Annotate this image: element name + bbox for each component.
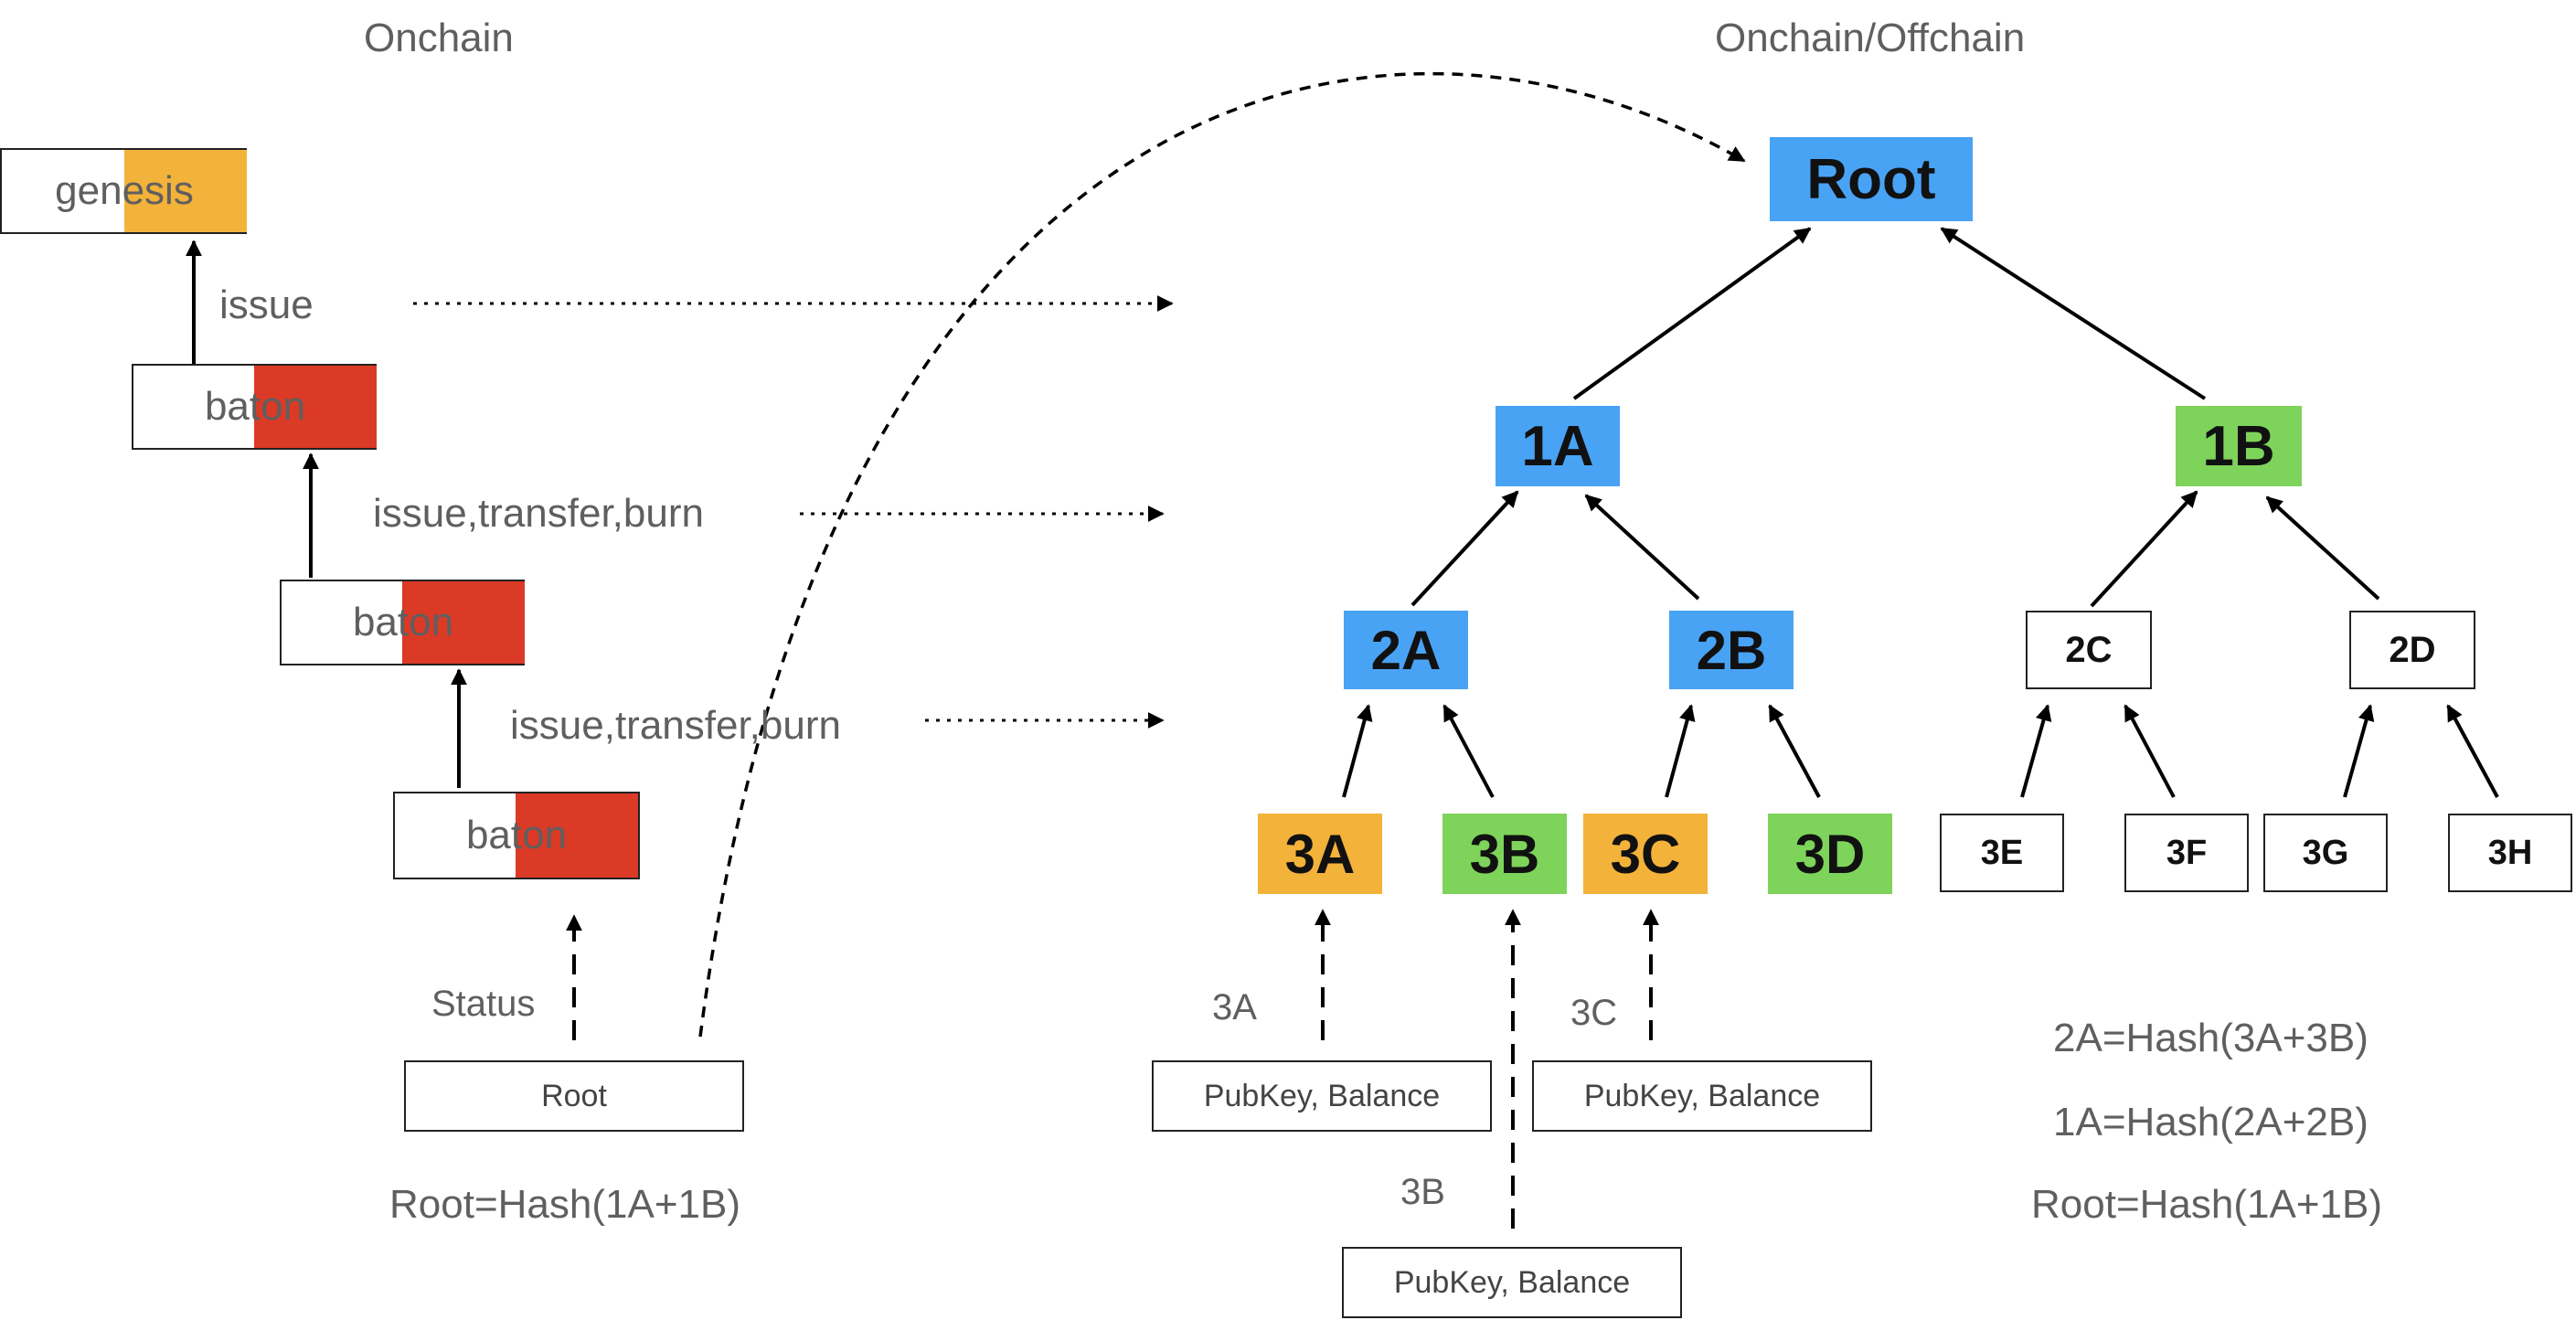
- arrow-3H-to-2D: [2446, 704, 2499, 798]
- baton-1-fill: [254, 366, 377, 448]
- arrow-root-to-tree-root: [698, 71, 1746, 1038]
- formula-2A: 2A=Hash(3A+3B): [2053, 1016, 2368, 1060]
- header-onchain: Onchain: [364, 16, 514, 60]
- leaf-label-3C: 3C: [1570, 993, 1618, 1033]
- baton-2-label: baton: [352, 600, 454, 644]
- leaf-label-3A: 3A: [1212, 987, 1257, 1027]
- baton-block-2: baton: [280, 580, 525, 665]
- arrow-3C-to-2B: [1665, 704, 1696, 798]
- tree-node-3H: 3H: [2448, 814, 2572, 892]
- leaf-label-3B: 3B: [1400, 1172, 1445, 1212]
- arrow-2A-to-1A: [1410, 490, 1519, 607]
- baton-2-fill: [402, 581, 525, 664]
- arrow-2C-to-1B: [2090, 490, 2198, 608]
- header-onchain-offchain: Onchain/Offchain: [1715, 16, 2026, 60]
- arrow-3G-to-2D: [2343, 704, 2375, 798]
- arrow-1B-to-root: [1940, 227, 2207, 400]
- op-issue-label: issue: [219, 282, 314, 327]
- tree-node-3A: 3A: [1258, 814, 1382, 894]
- arrow-3E-to-2C: [2020, 704, 2052, 798]
- pubkey-box-3B: PubKey, Balance: [1342, 1247, 1682, 1318]
- formula-root: Root=Hash(1A+1B): [2031, 1182, 2382, 1227]
- status-label: Status: [431, 984, 536, 1024]
- op-itb-label-2: issue,transfer,burn: [510, 703, 841, 748]
- tree-node-3C: 3C: [1583, 814, 1708, 894]
- arrow-1A-to-root: [1572, 227, 1812, 400]
- arrow-3F-to-2C: [2124, 704, 2176, 798]
- arrow-3D-to-2B: [1768, 704, 1821, 798]
- pubkey-box-3C: PubKey, Balance: [1532, 1060, 1872, 1132]
- formula-1A: 1A=Hash(2A+2B): [2053, 1100, 2368, 1144]
- pubkey-box-3A: PubKey, Balance: [1152, 1060, 1492, 1132]
- tree-node-3D: 3D: [1768, 814, 1892, 894]
- arrow-2D-to-1B: [2265, 495, 2380, 601]
- tree-node-3F: 3F: [2124, 814, 2249, 892]
- tree-node-root: Root: [1770, 137, 1973, 221]
- arrow-2B-to-1A: [1584, 494, 1700, 601]
- baton-block-3: baton: [393, 792, 640, 879]
- tree-node-2D: 2D: [2349, 611, 2475, 689]
- tree-node-3G: 3G: [2263, 814, 2388, 892]
- baton-1-label: baton: [204, 384, 306, 429]
- tree-node-2C: 2C: [2026, 611, 2152, 689]
- tree-node-2B: 2B: [1669, 611, 1794, 689]
- baton-3-label: baton: [465, 813, 568, 857]
- root-formula-left: Root=Hash(1A+1B): [389, 1182, 740, 1227]
- genesis-fill: [124, 150, 247, 232]
- root-box-onchain: Root: [404, 1060, 744, 1132]
- tree-node-1B: 1B: [2176, 406, 2302, 486]
- baton-block-1: baton: [132, 364, 377, 450]
- genesis-block: genesis: [0, 148, 247, 234]
- baton-3-fill: [516, 793, 638, 878]
- arrow-3A-to-2A: [1342, 704, 1373, 798]
- arrow-3B-to-2A: [1442, 704, 1495, 798]
- tree-node-2A: 2A: [1344, 611, 1468, 689]
- op-itb-label-1: issue,transfer,burn: [373, 491, 704, 536]
- tree-node-3E: 3E: [1940, 814, 2064, 892]
- tree-node-1A: 1A: [1496, 406, 1620, 486]
- tree-node-3B: 3B: [1442, 814, 1567, 894]
- genesis-label: genesis: [55, 168, 194, 213]
